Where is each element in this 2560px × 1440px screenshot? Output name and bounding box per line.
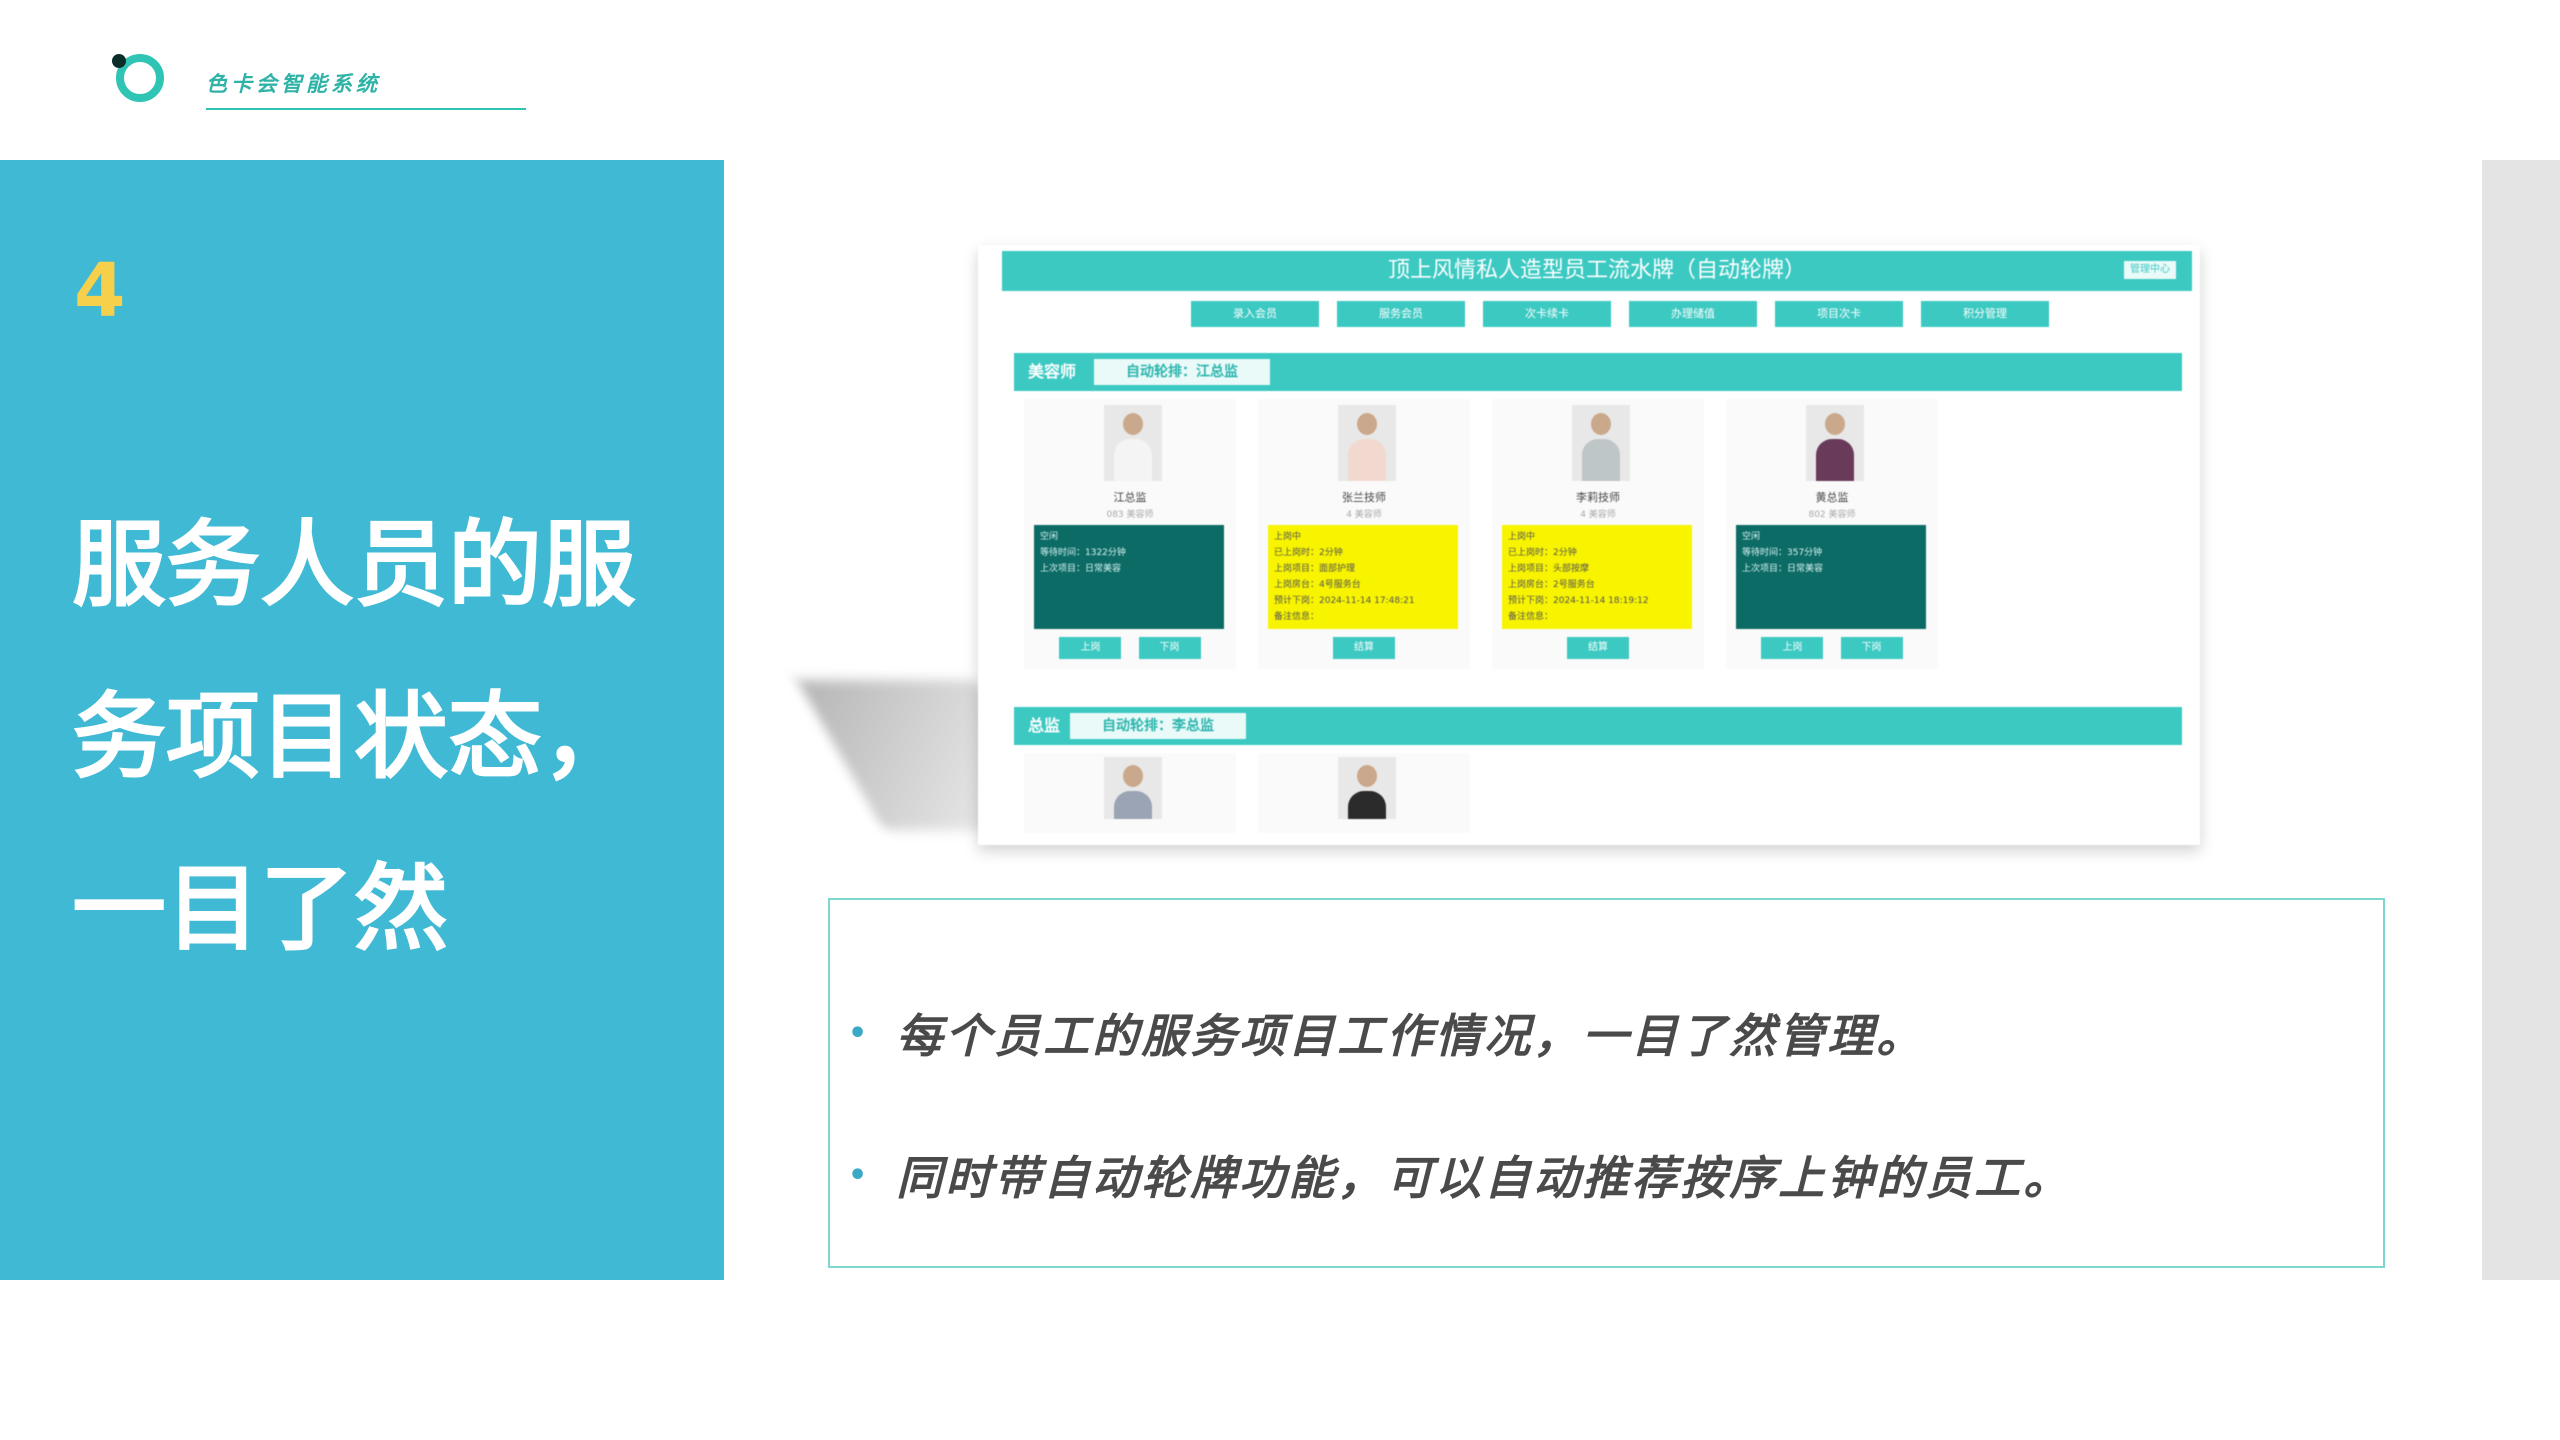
checkout-button[interactable]: 结算: [1567, 637, 1629, 659]
heading-line: 一目了然: [72, 855, 449, 964]
staff-actions: 结算: [1258, 635, 1470, 659]
bullet-text: 每个员工的服务项目工作情况，一目了然管理。: [896, 1009, 1926, 1063]
bullet-dot-icon: •: [848, 1157, 871, 1193]
section-bar: 总监 自动轮排：李总监: [1014, 707, 2182, 745]
staff-actions: 结算: [1492, 635, 1704, 659]
bullet-item: • 每个员工的服务项目工作情况，一目了然管理。: [848, 1000, 1925, 1066]
staff-role: 4 美容师: [1580, 510, 1616, 520]
screenshot-title: 顶上风情私人造型员工流水牌（自动轮牌）: [1387, 258, 1806, 283]
status-line: 备注信息：: [1508, 612, 1554, 622]
staff-photo: [1338, 757, 1396, 819]
staff-card: 李莉技师 4 美容师 上岗中 已上岗时：2分钟 上岗项目：头部按摩 上岗房台：2…: [1492, 399, 1704, 669]
heading-line: 务项目状态，: [72, 683, 637, 792]
staff-photo: [1104, 405, 1162, 481]
toolbar-button[interactable]: 录入会员: [1191, 301, 1319, 327]
feature-heading: 服务人员的服 务项目状态， 一目了然: [72, 480, 712, 996]
staff-photo: [1104, 757, 1162, 819]
bullet-item: • 同时带自动轮牌功能，可以自动推荐按序上钟的员工。: [848, 1142, 2072, 1208]
status-line: 已上岗时：2分钟: [1508, 548, 1577, 558]
status-line: 上岗中: [1274, 532, 1302, 542]
clock-out-button[interactable]: 下岗: [1840, 637, 1903, 659]
status-line: 预计下岗：2024-11-14 18:19:12: [1508, 596, 1649, 606]
decorative-strip: [2482, 160, 2560, 1280]
staff-card: 张兰技师 4 美容师 上岗中 已上岗时：2分钟 上岗项目：面部护理 上岗房台：4…: [1258, 399, 1470, 669]
status-line: 备注信息：: [1274, 612, 1320, 622]
bullet-text: 同时带自动轮牌功能，可以自动推荐按序上钟的员工。: [896, 1151, 2073, 1205]
section-title: 总监: [1028, 716, 1061, 735]
clock-out-button[interactable]: 下岗: [1138, 637, 1201, 659]
clock-in-button[interactable]: 上岗: [1059, 637, 1122, 659]
staff-status-panel: 空闲 等待时间：1322分钟 上次项目：日常美容: [1034, 525, 1224, 629]
status-line: 预计下岗：2024-11-14 17:48:21: [1274, 596, 1415, 606]
screenshot-toolbar: 录入会员 服务会员 次卡续卡 办理储值 项目次卡 积分管理: [1191, 301, 2049, 327]
step-number: 4: [74, 248, 126, 334]
staff-actions: 上岗 下岗: [1024, 635, 1236, 659]
section-title: 美容师: [1028, 362, 1077, 381]
staff-actions: 上岗 下岗: [1726, 635, 1938, 659]
staff-photo: [1338, 405, 1396, 481]
heading-line: 服务人员的服: [72, 511, 637, 620]
staff-status-panel: 上岗中 已上岗时：2分钟 上岗项目：头部按摩 上岗房台：2号服务台 预计下岗：2…: [1502, 525, 1692, 629]
staff-status-panel: 上岗中 已上岗时：2分钟 上岗项目：面部护理 上岗房台：4号服务台 预计下岗：2…: [1268, 525, 1458, 629]
toolbar-button[interactable]: 次卡续卡: [1483, 301, 1611, 327]
toolbar-button[interactable]: 办理储值: [1629, 301, 1757, 327]
staff-name: 张兰技师: [1342, 491, 1386, 504]
bullet-dot-icon: •: [848, 1015, 871, 1051]
staff-status-panel: 空闲 等待时间：357分钟 上次项目：日常美容: [1736, 525, 1926, 629]
status-line: 上次项目：日常美容: [1742, 564, 1824, 574]
staff-role: 4 美容师: [1346, 510, 1382, 520]
status-line: 上次项目：日常美容: [1040, 564, 1122, 574]
status-line: 上岗房台：4号服务台: [1274, 580, 1361, 590]
staff-card: [1258, 753, 1470, 833]
logo-dot-icon: [112, 54, 126, 68]
screenshot-title-bar: 顶上风情私人造型员工流水牌（自动轮牌） 管理中心: [1002, 251, 2192, 291]
toolbar-button[interactable]: 服务会员: [1337, 301, 1465, 327]
toolbar-button[interactable]: 项目次卡: [1775, 301, 1903, 327]
staff-name: 黄总监: [1815, 491, 1849, 504]
rotation-pill: 自动轮排：李总监: [1070, 713, 1246, 739]
logo-text: 色卡会智能系统: [206, 72, 381, 96]
status-line: 等待时间：357分钟: [1742, 548, 1823, 558]
status-line: 上岗项目：头部按摩: [1508, 564, 1590, 574]
staff-card: [1024, 753, 1236, 833]
status-line: 上岗中: [1508, 532, 1536, 542]
staff-name: 江总监: [1113, 491, 1147, 504]
admin-center-button[interactable]: 管理中心: [2124, 261, 2176, 279]
description-box: • 每个员工的服务项目工作情况，一目了然管理。 • 同时带自动轮牌功能，可以自动…: [828, 898, 2385, 1268]
status-line: 上岗房台：2号服务台: [1508, 580, 1595, 590]
toolbar-button[interactable]: 积分管理: [1921, 301, 2049, 327]
status-line: 空闲: [1742, 532, 1761, 542]
clock-in-button[interactable]: 上岗: [1761, 637, 1824, 659]
section-bar: 美容师 自动轮排：江总监: [1014, 353, 2182, 391]
feature-panel: 4 服务人员的服 务项目状态， 一目了然: [0, 160, 724, 1280]
staff-card: 江总监 083 美容师 空闲 等待时间：1322分钟 上次项目：日常美容 上岗 …: [1024, 399, 1236, 669]
status-line: 空闲: [1040, 532, 1059, 542]
brand-logo: 色卡会智能系统: [112, 48, 526, 118]
status-line: 等待时间：1322分钟: [1040, 548, 1126, 558]
staff-role: 083 美容师: [1106, 510, 1154, 520]
status-line: 上岗项目：面部护理: [1274, 564, 1356, 574]
staff-photo: [1572, 405, 1630, 481]
app-screenshot: 顶上风情私人造型员工流水牌（自动轮牌） 管理中心 录入会员 服务会员 次卡续卡 …: [978, 245, 2200, 845]
rotation-pill: 自动轮排：江总监: [1094, 359, 1270, 385]
staff-photo: [1806, 405, 1864, 481]
status-line: 已上岗时：2分钟: [1274, 548, 1343, 558]
staff-card: 黄总监 802 美容师 空闲 等待时间：357分钟 上次项目：日常美容 上岗 下…: [1726, 399, 1938, 669]
logo-ring-icon: [116, 54, 164, 102]
logo-underline: [206, 108, 526, 110]
staff-name: 李莉技师: [1576, 491, 1620, 504]
checkout-button[interactable]: 结算: [1333, 637, 1395, 659]
staff-role: 802 美容师: [1808, 510, 1856, 520]
